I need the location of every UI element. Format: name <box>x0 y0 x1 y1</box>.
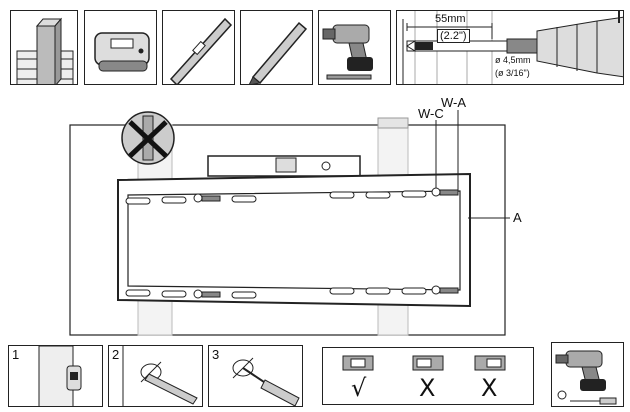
panel-level-check: √ X X <box>322 347 534 405</box>
level-check-illustration <box>342 355 506 371</box>
step-3-illustration <box>232 357 300 406</box>
panel-step-2: 2 <box>108 345 203 407</box>
level-wrong-mark-right: X <box>481 374 498 402</box>
step-3-number: 3 <box>212 347 220 362</box>
panel-drill-depth: 55mm (2.2") ø 4,5mm (ø 3/16") <box>396 10 624 85</box>
panel-spirit-level <box>162 10 235 85</box>
drill-with-screw-icon <box>555 350 617 405</box>
panel-drill <box>318 10 391 85</box>
level-wrong-mark-left: X <box>419 374 436 402</box>
drill-depth-illustration <box>402 11 623 84</box>
drill-bit-diameter-in: (ø 3/16") <box>495 68 530 78</box>
step-1-number: 1 <box>12 347 20 362</box>
power-drill-icon <box>322 24 373 80</box>
panel-wall-stud <box>10 10 78 85</box>
wall-stud-illustration <box>16 17 74 84</box>
stud-finder-icon <box>94 32 150 72</box>
label-wall-screw: W-C <box>418 106 444 121</box>
pencil-icon <box>248 21 308 84</box>
label-bracket: A <box>513 210 522 225</box>
measurement-mm: 55mm <box>435 13 466 25</box>
drill-bit-diameter-mm: ø 4,5mm <box>495 55 531 65</box>
panel-pencil <box>240 10 313 85</box>
step-1-illustration <box>38 346 82 406</box>
panel-step-3: 3 <box>208 345 303 407</box>
level-correct-mark: √ <box>351 374 367 402</box>
measurement-in: (2.2") <box>437 29 470 43</box>
step-2-number: 2 <box>112 347 120 362</box>
panel-stud-finder <box>84 10 157 85</box>
panel-step-1: 1 <box>8 345 103 407</box>
spirit-level-icon <box>169 17 233 84</box>
step-2-illustration <box>122 346 198 406</box>
label-wall-anchor: W-A <box>441 95 467 110</box>
panel-drill-bottom <box>551 342 624 407</box>
